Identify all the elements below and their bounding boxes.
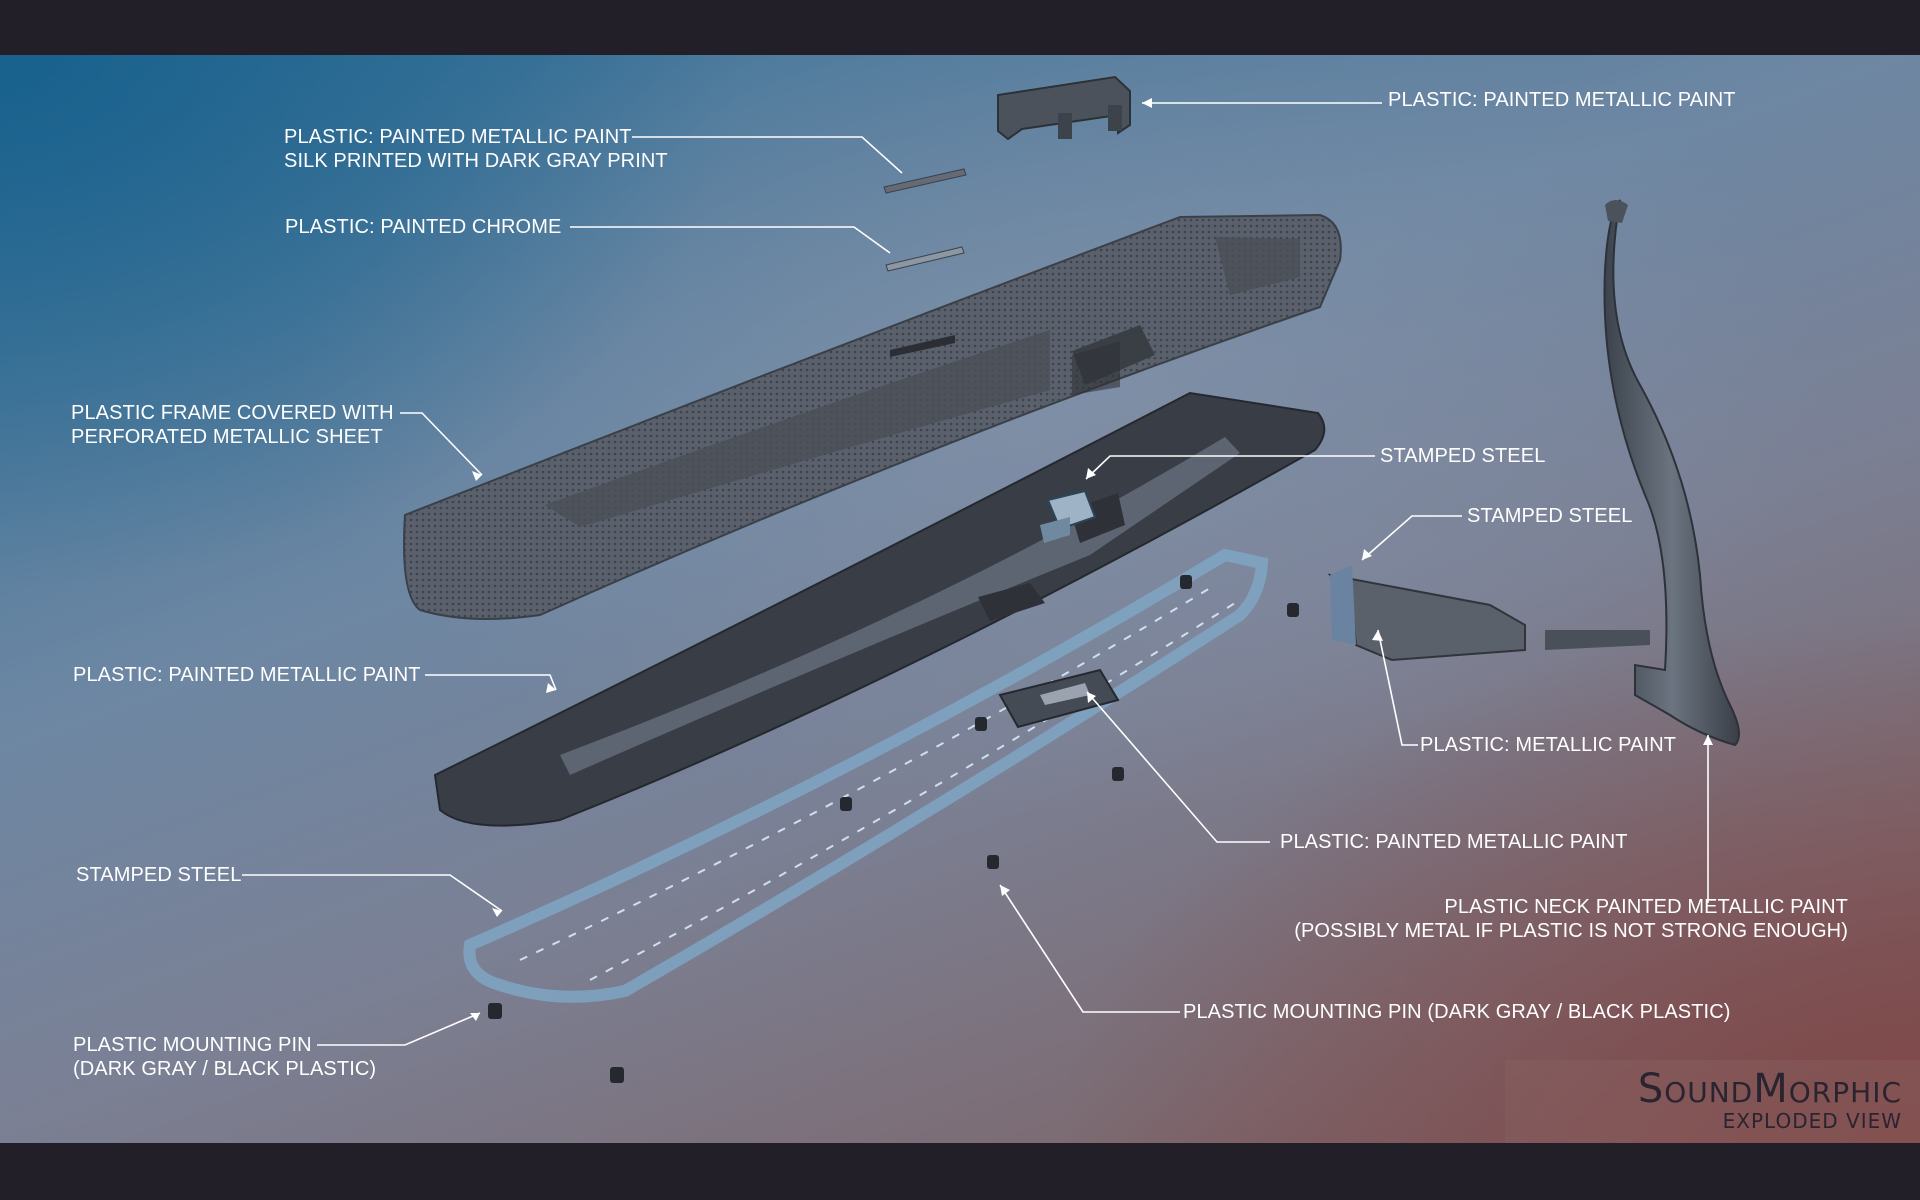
- label-inner-plate-text: PLASTIC: PAINTED METALLIC PAINT: [1280, 831, 1628, 853]
- top-clip-part: [997, 75, 1131, 141]
- brand-name: SoundMorphic: [1637, 1066, 1902, 1112]
- dark-tray-part: [433, 391, 1326, 827]
- label-neck-line2: (POSSIBLY METAL IF PLASTIC IS NOT STRONG…: [1294, 920, 1848, 942]
- label-badge: PLASTIC: PAINTED METALLIC PAINT SILK PRI…: [284, 125, 668, 173]
- plastic-neck-part: [1603, 199, 1740, 747]
- perforated-grille-frame: [403, 213, 1342, 620]
- label-badge-line2: SILK PRINTED WITH DARK GRAY PRINT: [284, 150, 668, 172]
- label-grille-line1: PLASTIC FRAME COVERED WITH: [71, 402, 394, 424]
- leader-lines: [242, 102, 1709, 1046]
- arm-block-part: [1327, 565, 1650, 662]
- label-stamped-steel-frame: STAMPED STEEL: [76, 863, 241, 887]
- label-stamped-steel-small: STAMPED STEEL: [1467, 504, 1632, 528]
- label-arm-block-text: PLASTIC: METALLIC PAINT: [1420, 734, 1677, 756]
- brand-subtitle: EXPLODED VIEW: [1722, 1109, 1902, 1133]
- label-clip-top: PLASTIC: PAINTED METALLIC PAINT: [1388, 88, 1736, 112]
- leader-arrowheads: [470, 98, 1713, 1021]
- label-chrome-strip-text: PLASTIC: PAINTED CHROME: [285, 216, 562, 238]
- exploded-view-canvas: PLASTIC: PAINTED METALLIC PAINT PLASTIC:…: [0, 55, 1920, 1143]
- label-neck-line1: PLASTIC NECK PAINTED METALLIC PAINT: [1444, 896, 1848, 918]
- label-chrome-strip: PLASTIC: PAINTED CHROME: [285, 215, 561, 239]
- label-stamped-steel-small-text: STAMPED STEEL: [1467, 505, 1633, 527]
- label-tray-left-text: PLASTIC: PAINTED METALLIC PAINT: [73, 664, 421, 686]
- label-pin-center: PLASTIC MOUNTING PIN (DARK GRAY / BLACK …: [1183, 1000, 1731, 1024]
- label-pin-center-text: PLASTIC MOUNTING PIN (DARK GRAY / BLACK …: [1183, 1001, 1731, 1023]
- label-stamped-steel-bracket-text: STAMPED STEEL: [1380, 445, 1546, 467]
- label-stamped-steel-frame-text: STAMPED STEEL: [76, 864, 242, 886]
- exploded-view-illustration: [242, 75, 1740, 1083]
- label-pin-left-line1: PLASTIC MOUNTING PIN: [73, 1034, 312, 1056]
- bottom-letterbox-bar: [0, 1143, 1920, 1200]
- label-arm-block: PLASTIC: METALLIC PAINT: [1420, 733, 1676, 757]
- badge-strips: [883, 168, 967, 272]
- label-tray-left: PLASTIC: PAINTED METALLIC PAINT: [73, 663, 421, 687]
- label-clip-top-text: PLASTIC: PAINTED METALLIC PAINT: [1388, 89, 1736, 111]
- inner-plate-part: [998, 668, 1120, 729]
- label-neck: PLASTIC NECK PAINTED METALLIC PAINT (POS…: [1294, 895, 1848, 943]
- label-grille-line2: PERFORATED METALLIC SHEET: [71, 426, 383, 448]
- label-pin-left-line2: (DARK GRAY / BLACK PLASTIC): [73, 1058, 377, 1080]
- label-pin-left: PLASTIC MOUNTING PIN (DARK GRAY / BLACK …: [73, 1033, 376, 1081]
- label-inner-plate: PLASTIC: PAINTED METALLIC PAINT: [1280, 830, 1628, 854]
- stamped-steel-frame: [463, 548, 1269, 1003]
- label-badge-line1: PLASTIC: PAINTED METALLIC PAINT: [284, 126, 632, 148]
- top-letterbox-bar: [0, 0, 1920, 55]
- brand-panel: [1505, 1060, 1920, 1143]
- mounting-pins: [488, 575, 1299, 1083]
- label-grille: PLASTIC FRAME COVERED WITH PERFORATED ME…: [71, 401, 394, 449]
- stamped-steel-bracket: [1040, 489, 1097, 543]
- label-stamped-steel-bracket: STAMPED STEEL: [1380, 444, 1545, 468]
